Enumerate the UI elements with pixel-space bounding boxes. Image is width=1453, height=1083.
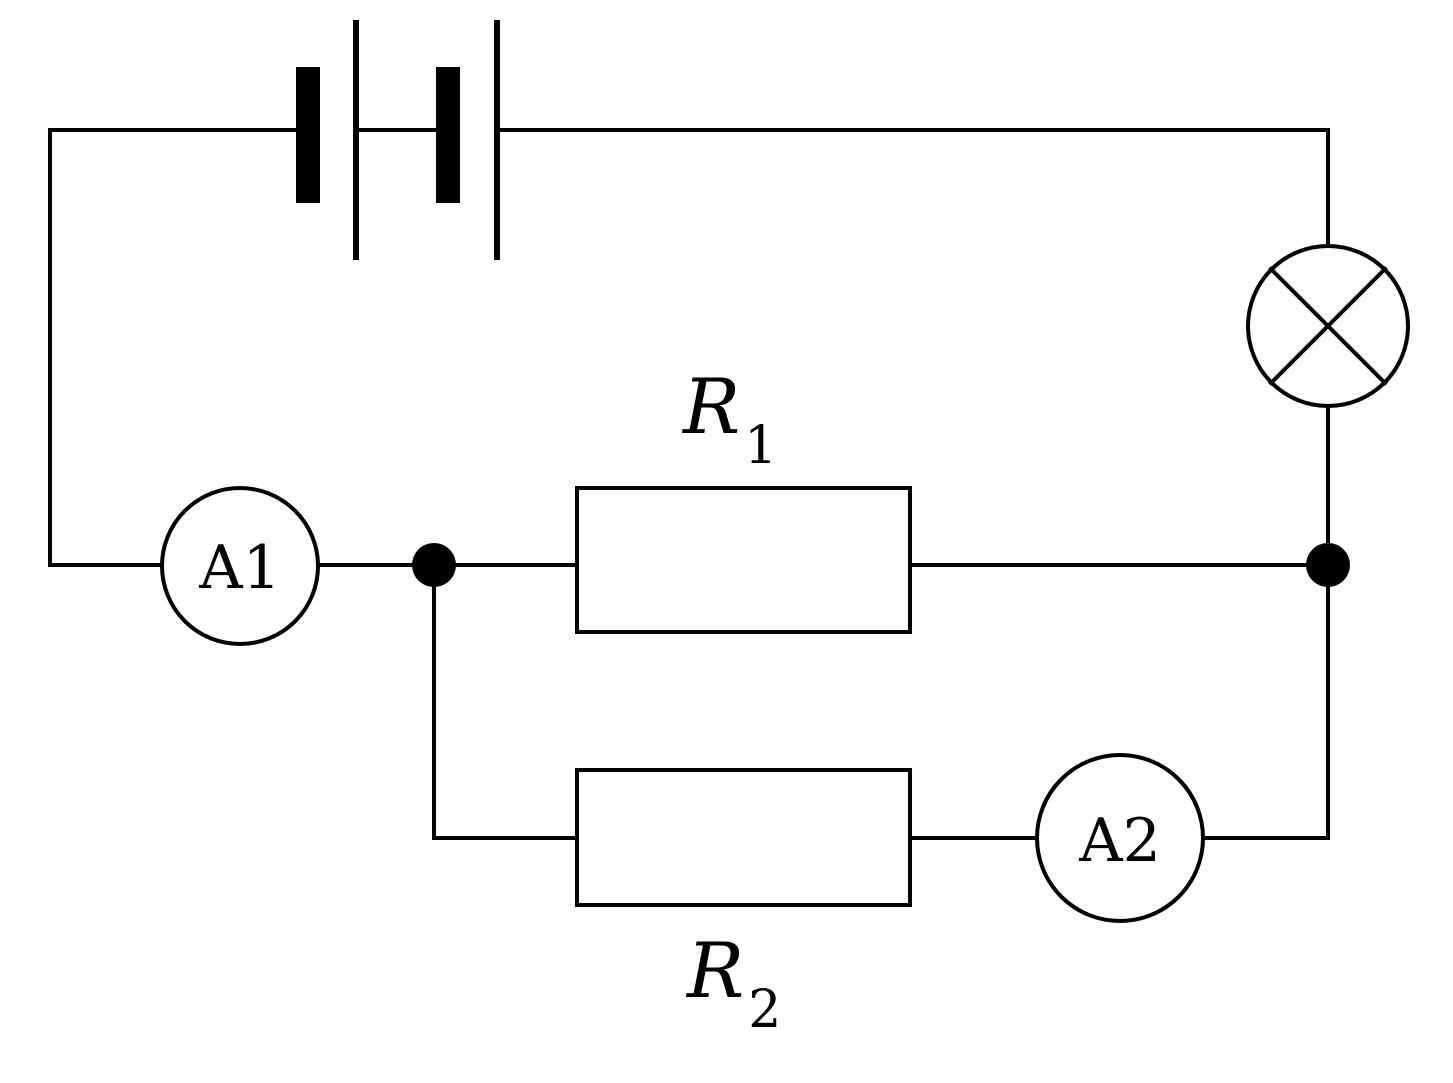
wire-a2-to-node bbox=[1201, 563, 1330, 840]
wires bbox=[48, 128, 1330, 840]
junction-node-left bbox=[412, 543, 456, 587]
cell2-negative-plate bbox=[436, 67, 460, 203]
resistor-r2: R2 bbox=[575, 768, 912, 1040]
resistor-r1-body bbox=[575, 486, 912, 634]
ammeter-a1: A1 bbox=[160, 486, 320, 646]
ammeter-a2-label: A2 bbox=[1078, 806, 1161, 876]
resistor-r1-label: R1 bbox=[681, 362, 777, 476]
junction-node-right bbox=[1306, 543, 1350, 587]
cell1-negative-plate bbox=[296, 67, 320, 203]
battery bbox=[296, 20, 500, 260]
lamp-cross-2 bbox=[1268, 266, 1388, 386]
resistor-r1-letter: R bbox=[681, 362, 740, 451]
ammeter-a2: A2 bbox=[1035, 753, 1205, 923]
junctions bbox=[412, 543, 1350, 587]
resistor-r1-subscript: 1 bbox=[744, 416, 777, 476]
ammeter-a1-label: A1 bbox=[198, 533, 281, 603]
resistor-r2-subscript: 2 bbox=[748, 980, 781, 1040]
resistor-r2-letter: R bbox=[685, 926, 744, 1015]
resistor-r2-label: R2 bbox=[685, 926, 781, 1040]
wire-branch-left bbox=[432, 563, 579, 840]
ammeter-a2-circle bbox=[1035, 753, 1205, 923]
resistor-r1: R1 bbox=[575, 362, 912, 634]
lamp bbox=[1246, 244, 1410, 408]
wire-left-top bbox=[48, 128, 164, 567]
resistor-r2-body bbox=[575, 768, 912, 907]
wire-top-right bbox=[495, 128, 1330, 248]
ammeter-a1-circle bbox=[160, 486, 320, 646]
